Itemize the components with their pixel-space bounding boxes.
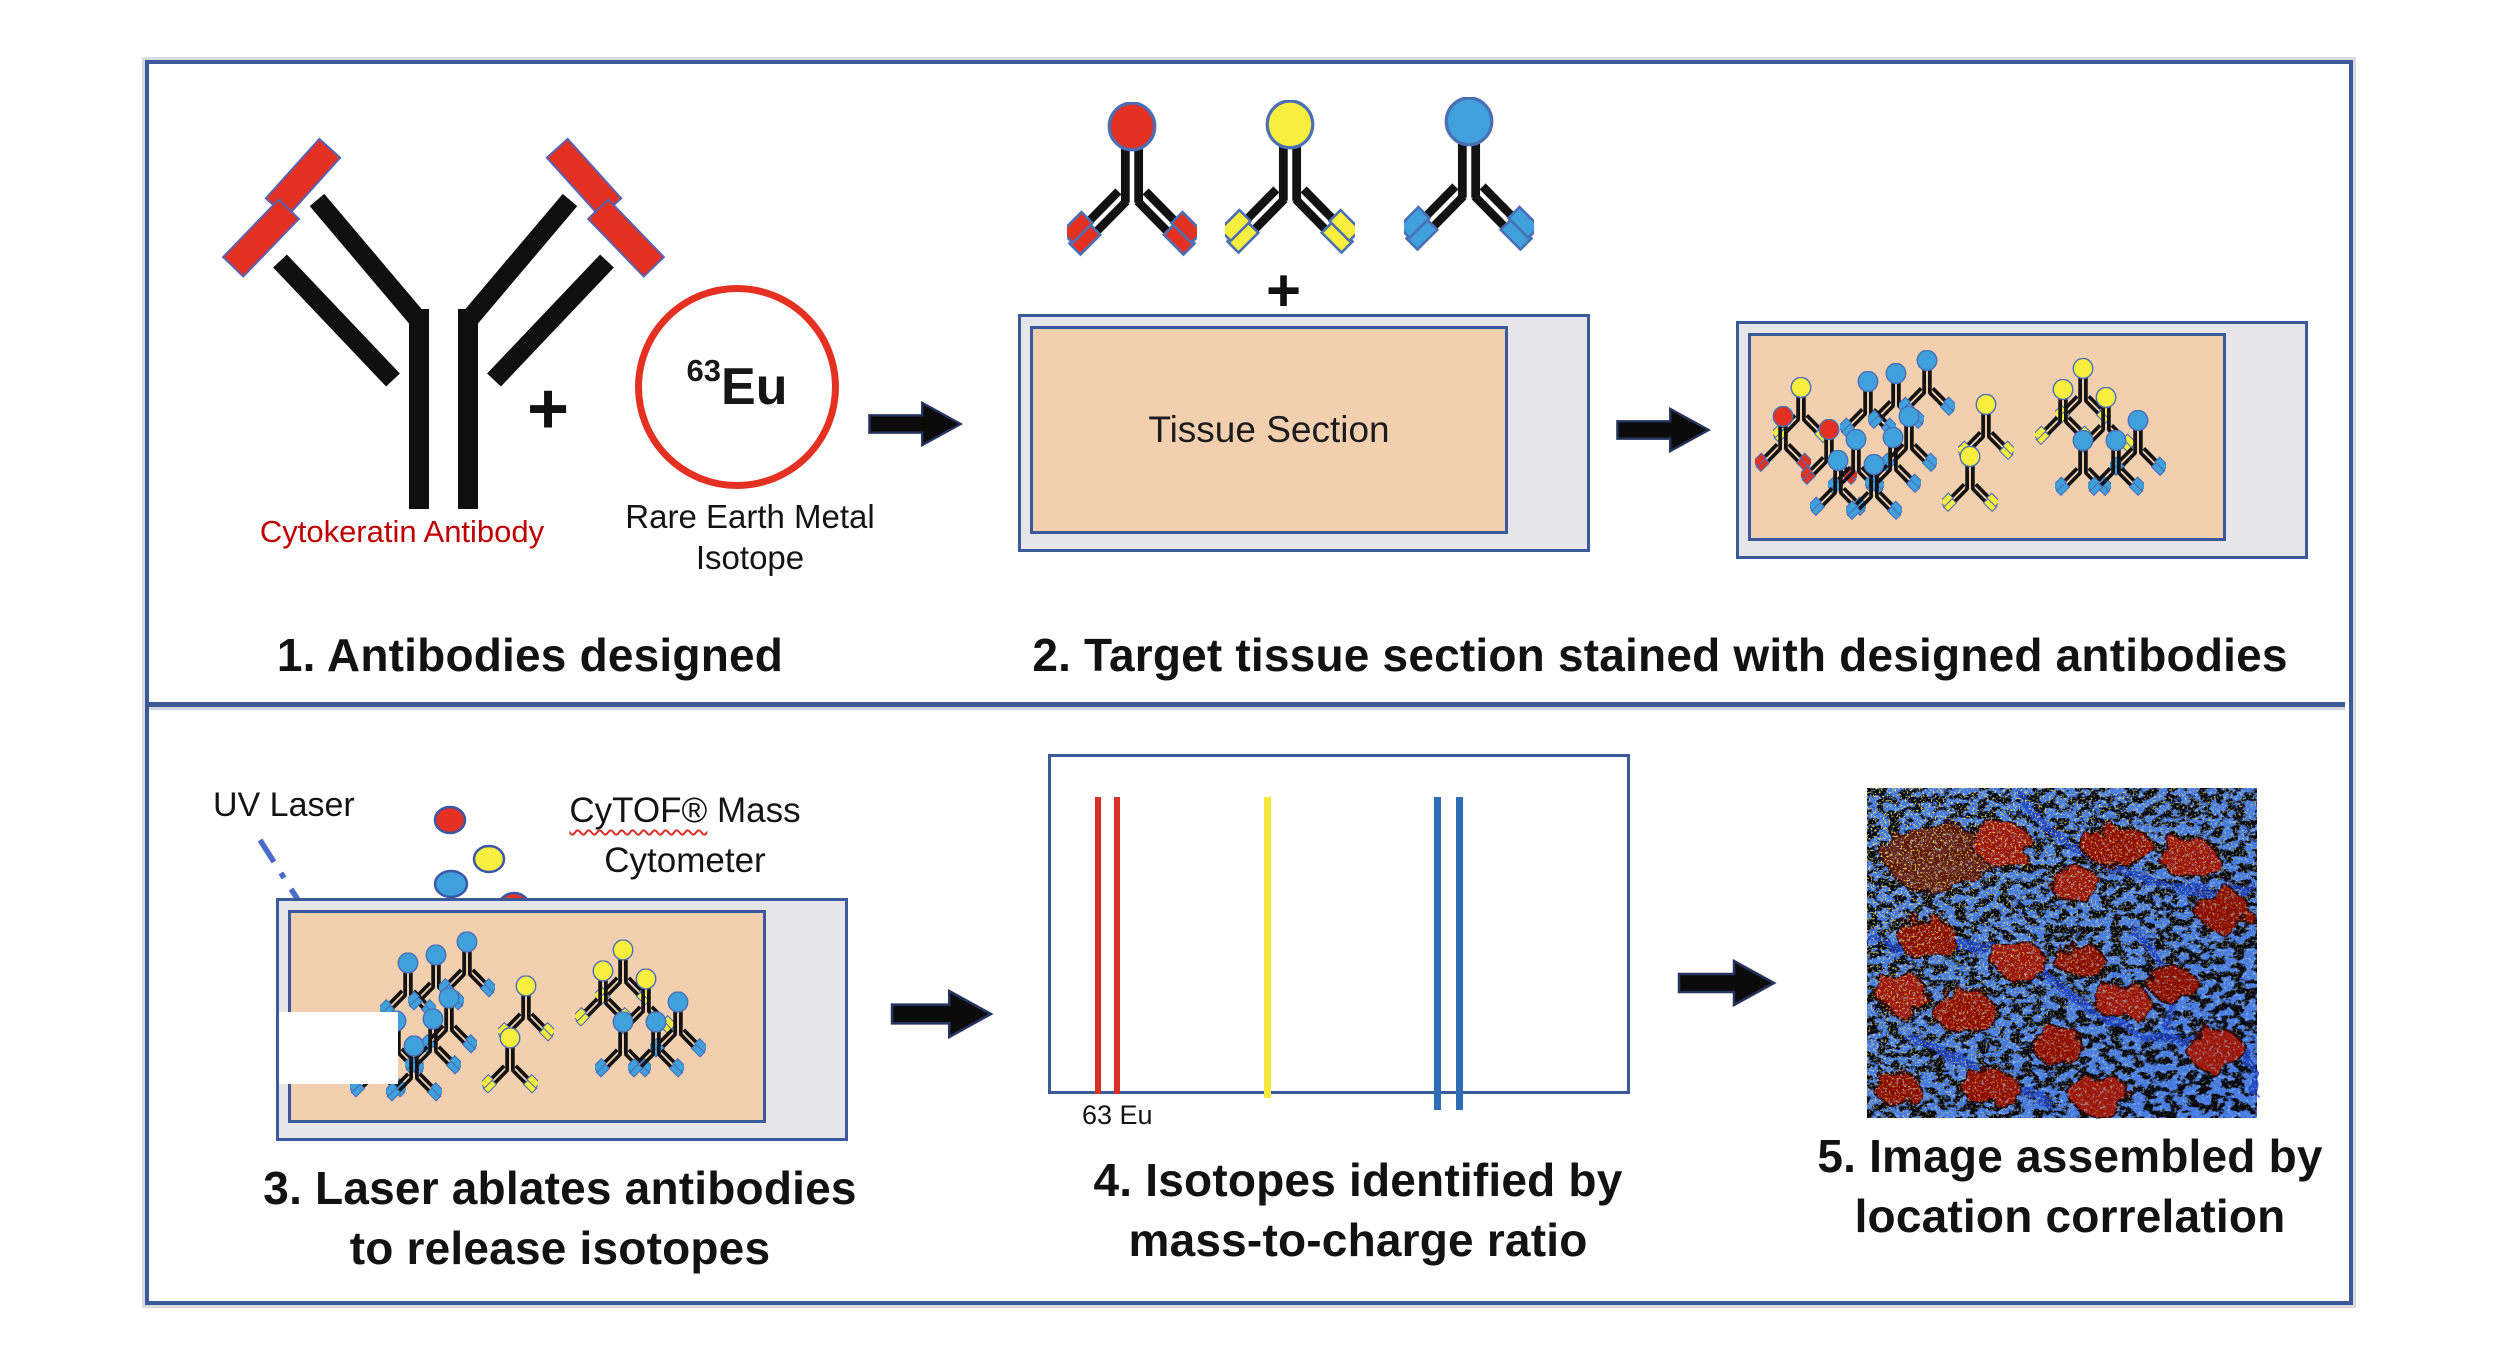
antibody-icon-blue: [1899, 350, 1955, 418]
ablated-region: [279, 1012, 398, 1084]
arrow-right-icon: [1601, 406, 1726, 454]
assembled-tissue-image: [1865, 786, 2261, 1118]
spectrum-peak-blue: [1456, 797, 1463, 1110]
cytokeratin-antibody-label: Cytokeratin Antibody: [259, 514, 545, 549]
antibody-icon-yellow: [482, 1027, 538, 1095]
antibody-icon-red: [1067, 102, 1197, 284]
antibody-icon-blue: [595, 1011, 651, 1079]
spectrum-peak-blue: [1434, 797, 1441, 1110]
plus-sign: +: [527, 369, 570, 449]
mass-spectrum-plot: [1048, 754, 1630, 1110]
tissue-section-label: Tissue Section: [1148, 409, 1390, 450]
cytof-brand: CyTOF®: [569, 791, 708, 830]
step5-caption: 5. Image assembled by location correlati…: [1817, 1130, 2323, 1242]
stained-antibodies: [1755, 350, 2166, 522]
cytof-instrument-label: CyTOF® Mass Cytometer: [569, 791, 801, 880]
antibody-icon-yellow: [1942, 446, 1998, 514]
isotope-mass: 63: [686, 353, 722, 388]
step1-caption: 1. Antibodies designed: [276, 629, 784, 681]
isotope-symbol: Eu: [721, 358, 788, 416]
spectrum-peak-red: [1095, 797, 1101, 1094]
spectrum-axis-label: 63 Eu: [1082, 1100, 1153, 1130]
uv-laser-label: UV Laser: [213, 786, 355, 824]
step2-caption: 2. Target tissue section stained with de…: [1032, 629, 2288, 681]
antibody-icon-blue: [439, 931, 495, 999]
plus-sign: +: [1266, 257, 1302, 324]
arrow-right-icon: [876, 988, 1008, 1040]
tissue-section-slide: Tissue Section: [1018, 314, 1590, 552]
panel-divider: [149, 702, 2345, 707]
antibody-icon-yellow: [1225, 100, 1355, 282]
large-antibody-icon: [221, 137, 666, 509]
spectrum-peak-red: [1114, 797, 1120, 1094]
arrow-right-icon: [1666, 958, 1788, 1008]
spectrum-peak-yellow: [1264, 797, 1271, 1098]
antibody-icon-blue: [1404, 97, 1534, 279]
isotope-caption: Rare Earth Metal Isotope: [625, 498, 875, 576]
antibody-icon-blue: [2055, 430, 2111, 498]
step3-caption: 3. Laser ablates antibodies to release i…: [263, 1162, 857, 1274]
arrow-right-icon: [853, 400, 978, 448]
step4-caption: 4. Isotopes identified by mass-to-charge…: [1093, 1154, 1623, 1266]
